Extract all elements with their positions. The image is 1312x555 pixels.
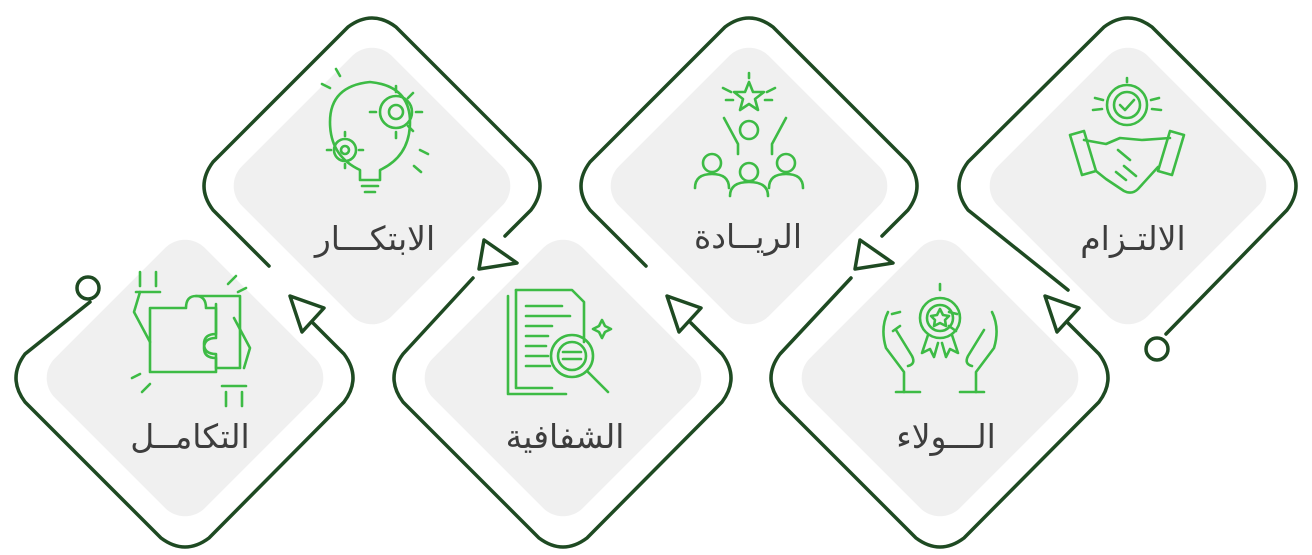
hands-award-icon [882, 282, 998, 394]
border-commitment [957, 16, 1298, 336]
tile-bg-leadership [610, 47, 888, 325]
puzzle-hands-icon [130, 270, 252, 408]
border-integration [14, 300, 355, 549]
label-integration: التكامــل [130, 417, 249, 456]
label-leadership: الريــادة [694, 217, 802, 256]
arrow-head-1 [1043, 294, 1081, 334]
end-node [75, 275, 101, 301]
label-commitment: الالتـزام [1080, 219, 1185, 258]
arrow-head-5 [288, 294, 326, 334]
border-leadership [579, 16, 919, 268]
handshake-check-icon [1068, 76, 1186, 194]
label-loyalty: الـــولاء [896, 417, 996, 456]
border-loyalty [769, 276, 1110, 549]
label-transparency: الشفافية [506, 417, 625, 456]
border-transparency [392, 276, 733, 549]
arrow-head-3 [665, 294, 703, 334]
label-innovation: الابتكـــار [313, 219, 435, 258]
tile-bg-integration [46, 239, 324, 517]
tile-bg-commitment [989, 47, 1267, 325]
tile-bg-transparency [424, 239, 702, 517]
document-magnifier-icon [506, 288, 613, 396]
team-star-icon [693, 71, 805, 198]
arrow-head-2 [853, 238, 895, 271]
border-innovation [202, 16, 542, 268]
arrow-head-4 [477, 238, 519, 271]
tile-bg-loyalty [801, 239, 1079, 517]
start-node [1144, 336, 1170, 362]
lightbulb-gears-icon [320, 67, 430, 194]
